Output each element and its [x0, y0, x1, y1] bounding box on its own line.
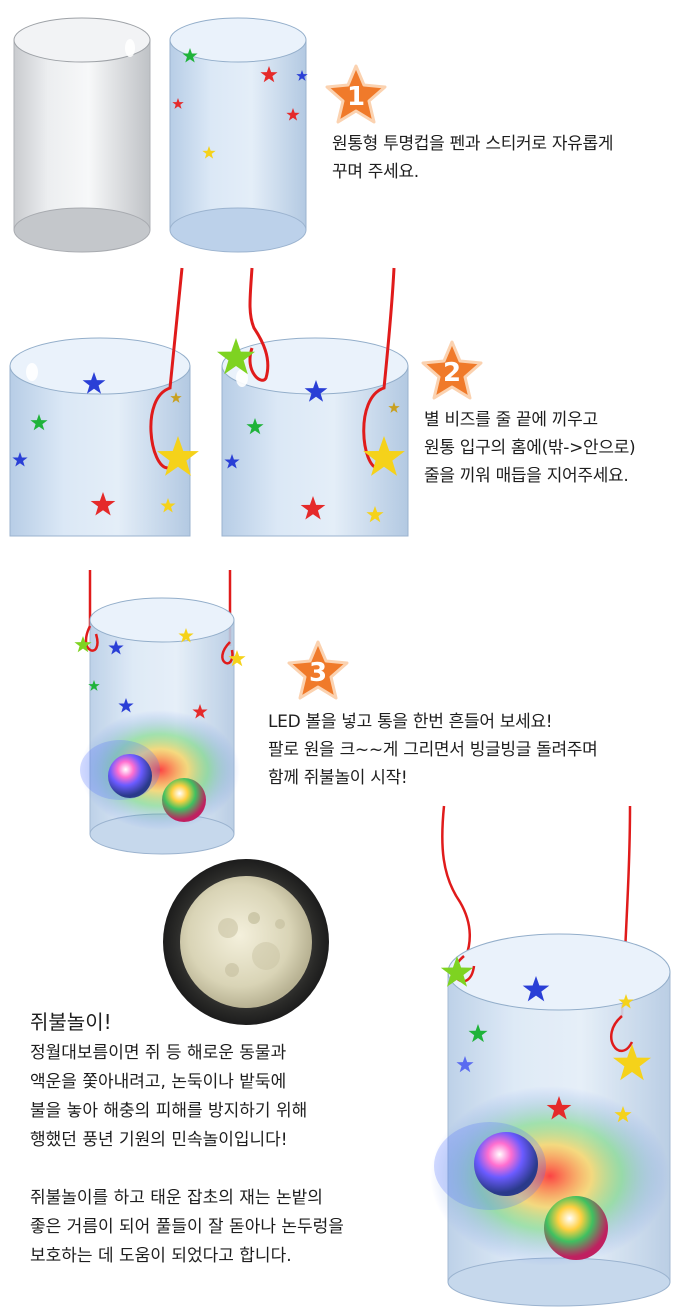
- step-2-line-1: 별 비즈를 줄 끝에 끼우고: [424, 410, 598, 430]
- step-3-line-3: 함께 쥐불놀이 시작!: [268, 768, 408, 788]
- step-1-line-2: 꾸며 주세요.: [332, 162, 419, 182]
- step-3-line-1: LED 볼을 넣고 통을 한번 흔들어 보세요!: [268, 712, 553, 732]
- step-3-line-2: 팔로 원을 크~~게 그리면서 빙글빙글 돌려주며: [268, 740, 598, 760]
- step-3-badge: 3: [286, 640, 350, 704]
- step-2-line-3: 줄을 끼워 매듭을 지어주세요.: [424, 466, 629, 486]
- info-text-block: 쥐불놀이! 정월대보름이면 쥐 등 해로운 동물과 액운을 쫓아내려고, 논둑이…: [30, 1008, 450, 1271]
- info-title: 쥐불놀이!: [30, 1010, 112, 1034]
- clear-cup-image: [13, 17, 151, 253]
- step-1-line-1: 원통형 투명컵을 펜과 스티커로 자유롭게: [332, 134, 614, 154]
- step-1-number: 1: [346, 82, 366, 112]
- step-1-badge: 1: [324, 64, 388, 128]
- step-2-line-2: 원통 입구의 홈에(밖->안으로): [424, 438, 636, 458]
- step-2-badge: 2: [420, 340, 484, 404]
- cup-with-string-image-left: [9, 267, 199, 537]
- info-line-3: 불을 놓아 해충의 피해를 방지하기 위해: [30, 1101, 308, 1121]
- info-line-5: 쥐불놀이를 하고 태운 잡초의 재는 논밭의: [30, 1188, 323, 1208]
- info-line-2: 액운을 쫓아내려고, 논둑이나 밭둑에: [30, 1072, 287, 1092]
- step-2-text: 별 비즈를 줄 끝에 끼우고 원통 입구의 홈에(밖->안으로) 줄을 끼워 매…: [424, 406, 674, 490]
- step-3-number: 3: [308, 658, 328, 688]
- info-line-1: 정월대보름이면 쥐 등 해로운 동물과: [30, 1043, 287, 1063]
- info-line-4: 행했던 풍년 기원의 민속놀이입니다!: [30, 1130, 288, 1150]
- info-line-6: 좋은 거름이 되어 풀들이 잘 돋아나 논두렁을: [30, 1217, 344, 1237]
- full-moon-image: [163, 859, 329, 1025]
- large-led-cup-image: [430, 805, 671, 1307]
- led-cup-image: [74, 570, 246, 855]
- decorated-cup-image: [169, 17, 308, 253]
- cup-with-string-image-right: [217, 267, 409, 537]
- info-line-7: 보호하는 데 도움이 되었다고 합니다.: [30, 1246, 292, 1266]
- step-1-text: 원통형 투명컵을 펜과 스티커로 자유롭게 꾸며 주세요.: [332, 130, 672, 186]
- step-3-text: LED 볼을 넣고 통을 한번 흔들어 보세요! 팔로 원을 크~~게 그리면서…: [268, 708, 678, 792]
- step-2-number: 2: [442, 358, 462, 388]
